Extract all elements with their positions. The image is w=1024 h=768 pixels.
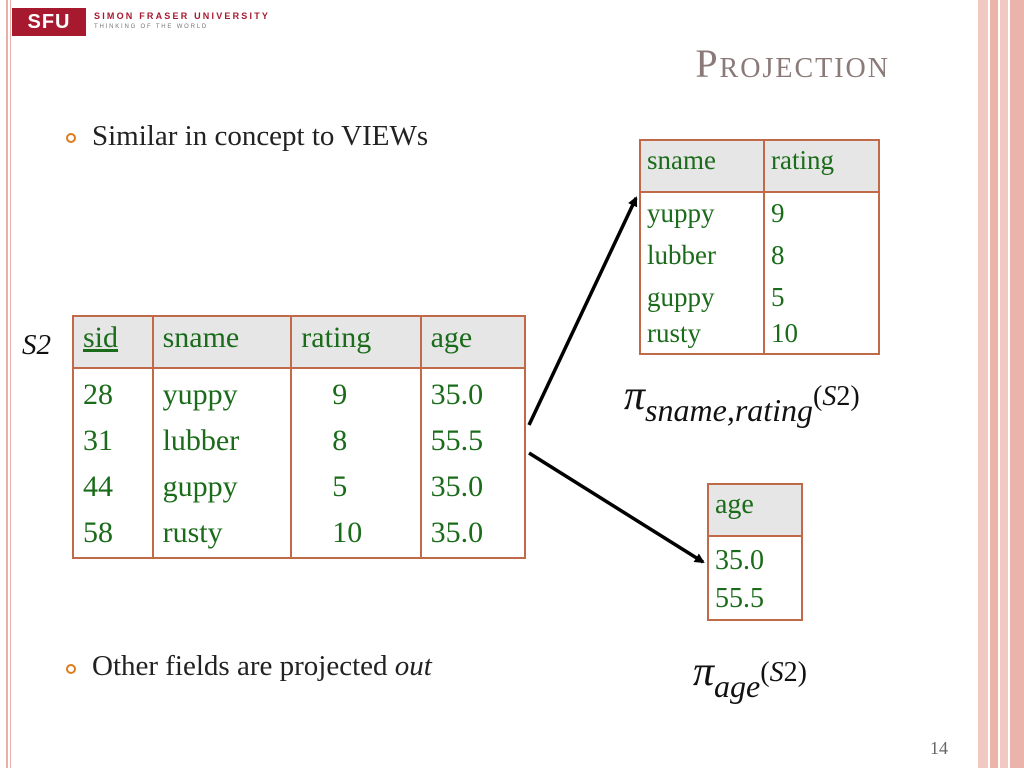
cell-sname: guppy xyxy=(640,277,765,319)
projection-sname-rating-table: sname rating yuppy 9 lubber 8 guppy 5 ru… xyxy=(639,139,880,355)
table-row: lubber 8 xyxy=(640,235,879,277)
formula-subscript: sname,rating xyxy=(645,392,814,428)
header-sname: sname xyxy=(152,316,293,369)
cell-age: 35.0 xyxy=(715,545,764,576)
cell-sid: 28 xyxy=(73,368,154,419)
left-edge-stripe-2 xyxy=(10,0,11,768)
formula-arg: (S2) xyxy=(760,657,807,688)
bullet-1-text: Similar in concept to VIEWs xyxy=(92,120,429,152)
formula-pi-age: πage(S2) xyxy=(693,648,807,704)
cell-sname: yuppy xyxy=(152,368,293,419)
right-edge-stripe-3 xyxy=(1000,0,1008,768)
logo-abbrev: SFU xyxy=(27,11,71,33)
cell-sname: rusty xyxy=(152,511,293,558)
cell-sid: 31 xyxy=(73,419,154,465)
header-age: age xyxy=(420,316,525,369)
paren-close: ) xyxy=(850,381,860,412)
header-sid: sid xyxy=(73,316,154,369)
s2-table: sid sname rating age 28 yuppy 9 35.0 31 … xyxy=(72,315,526,559)
cell-sname: yuppy xyxy=(640,192,765,235)
header-rating: rating xyxy=(291,316,422,369)
cell-age: 55.5 xyxy=(715,583,764,614)
cell-sname: lubber xyxy=(640,235,765,277)
table-header-row: sname rating xyxy=(640,140,879,193)
bullet-icon xyxy=(66,133,76,143)
formula-arg: (S2) xyxy=(813,381,860,412)
right-edge-stripe-2 xyxy=(990,0,998,768)
arg-number: 2 xyxy=(836,381,851,412)
cell-age: 35.0 xyxy=(430,470,484,503)
right-edge-stripe-1 xyxy=(978,0,988,768)
arrow-to-sname-rating xyxy=(527,196,638,426)
paren-open: ( xyxy=(813,381,823,412)
pi-symbol: π xyxy=(693,649,715,695)
table-header-row: sid sname rating age xyxy=(73,316,525,369)
logo-box: SFU xyxy=(12,8,86,36)
cell-rating: 5 xyxy=(291,465,422,511)
logo-name: SIMON FRASER UNIVERSITY xyxy=(94,11,271,21)
formula-subscript: age xyxy=(714,668,761,704)
cell-sid: 44 xyxy=(73,465,154,511)
table-row: guppy 5 xyxy=(640,277,879,319)
cell-rating: 8 xyxy=(770,240,785,270)
table-row: yuppy 9 xyxy=(640,192,879,235)
bullet-2-prefix: Other fields are projected xyxy=(92,650,395,682)
header-rating: rating xyxy=(763,140,879,193)
arg-number: 2 xyxy=(783,657,798,688)
table-row: 35.0 xyxy=(708,536,802,581)
cell-sid: 58 xyxy=(73,511,154,558)
table-row: rusty 10 xyxy=(640,319,879,354)
cell-age: 35.0 xyxy=(430,378,484,411)
sfu-logo: SFU SIMON FRASER UNIVERSITY THINKING OF … xyxy=(12,8,268,40)
table-row: 55.5 xyxy=(708,581,802,620)
bullet-2-text: Other fields are projected out xyxy=(92,650,432,683)
table-row: 44 guppy 5 35.0 xyxy=(73,465,525,511)
slide-title: Projection xyxy=(695,41,890,86)
cell-rating: 8 xyxy=(291,419,422,465)
formula-pi-sname-rating: πsname,rating(S2) xyxy=(624,372,860,428)
logo-tagline: THINKING OF THE WORLD xyxy=(94,24,209,30)
arrow-to-age xyxy=(528,451,705,564)
arg-relation: S xyxy=(769,657,784,688)
cell-sname: rusty xyxy=(640,319,765,354)
cell-rating: 5 xyxy=(770,282,785,312)
pi-symbol: π xyxy=(624,373,646,419)
header-age: age xyxy=(708,484,802,537)
cell-sname: lubber xyxy=(152,419,293,465)
cell-age: 35.0 xyxy=(430,516,484,549)
projection-age-table: age 35.0 55.5 xyxy=(707,483,803,621)
cell-rating: 10 xyxy=(770,318,798,348)
header-sid-text: sid xyxy=(83,321,119,354)
bullet-icon xyxy=(66,664,76,674)
bullet-2-emphasis: out xyxy=(394,650,432,682)
page-number: 14 xyxy=(930,738,948,758)
cell-rating: 9 xyxy=(770,198,785,228)
cell-sname: guppy xyxy=(152,465,293,511)
paren-open: ( xyxy=(760,657,770,688)
cell-rating: 10 xyxy=(291,511,422,558)
left-edge-stripe xyxy=(6,0,8,768)
arg-relation: S xyxy=(822,381,837,412)
header-sname: sname xyxy=(640,140,765,193)
table-row: 28 yuppy 9 35.0 xyxy=(73,368,525,419)
relation-label-text: S2 xyxy=(22,329,51,361)
table-row: 58 rusty 10 35.0 xyxy=(73,511,525,558)
table-header-row: age xyxy=(708,484,802,537)
cell-rating: 9 xyxy=(291,368,422,419)
relation-label: S2 xyxy=(22,329,51,362)
right-edge-stripe-4 xyxy=(1010,0,1024,768)
cell-age: 55.5 xyxy=(430,424,484,457)
paren-close: ) xyxy=(797,657,807,688)
table-row: 31 lubber 8 55.5 xyxy=(73,419,525,465)
